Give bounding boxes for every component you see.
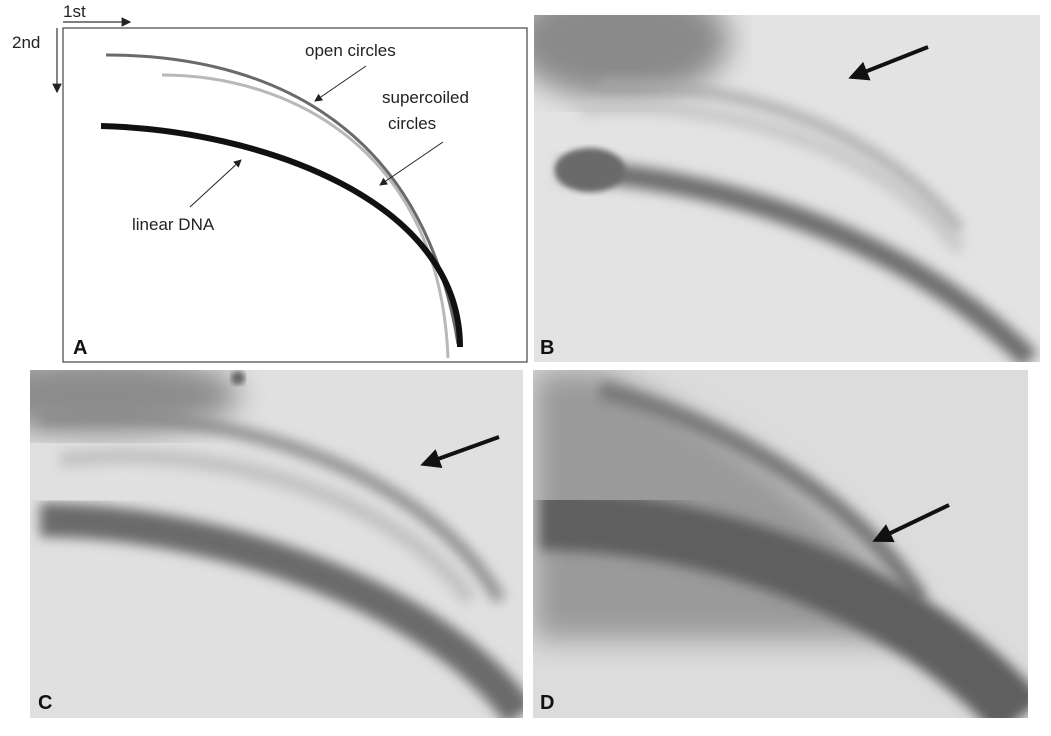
panel-b-arrow [848,45,929,81]
open-circles-arc [105,53,460,345]
panel-b-letter: B [540,337,554,359]
supercoiled-pointer [379,141,444,186]
supercoiled-circles-arc [161,73,450,359]
panel-a-schematic: 1st 2nd open circles supercoiled circles… [12,2,528,363]
linear-dna-arc [100,123,463,348]
supercoiled-label-line2: circles [388,114,436,133]
first-dimension-label: 1st [63,2,86,21]
panel-d-letter: D [540,692,554,714]
second-dimension-label: 2nd [12,33,40,52]
panel-b-gel [534,15,1040,362]
open-circles-pointer [314,65,367,102]
panel-d-arrow [872,503,950,543]
panel-c-arrow [420,435,500,468]
linear-dna-pointer [189,159,242,208]
open-circles-label: open circles [305,41,396,60]
panel-a-letter: A [73,337,87,359]
panel-d-gel [533,370,1028,718]
panel-c-gel [30,370,523,718]
supercoiled-label-line1: supercoiled [382,88,469,107]
panel-c-letter: C [38,692,52,714]
linear-dna-label: linear DNA [132,215,215,234]
